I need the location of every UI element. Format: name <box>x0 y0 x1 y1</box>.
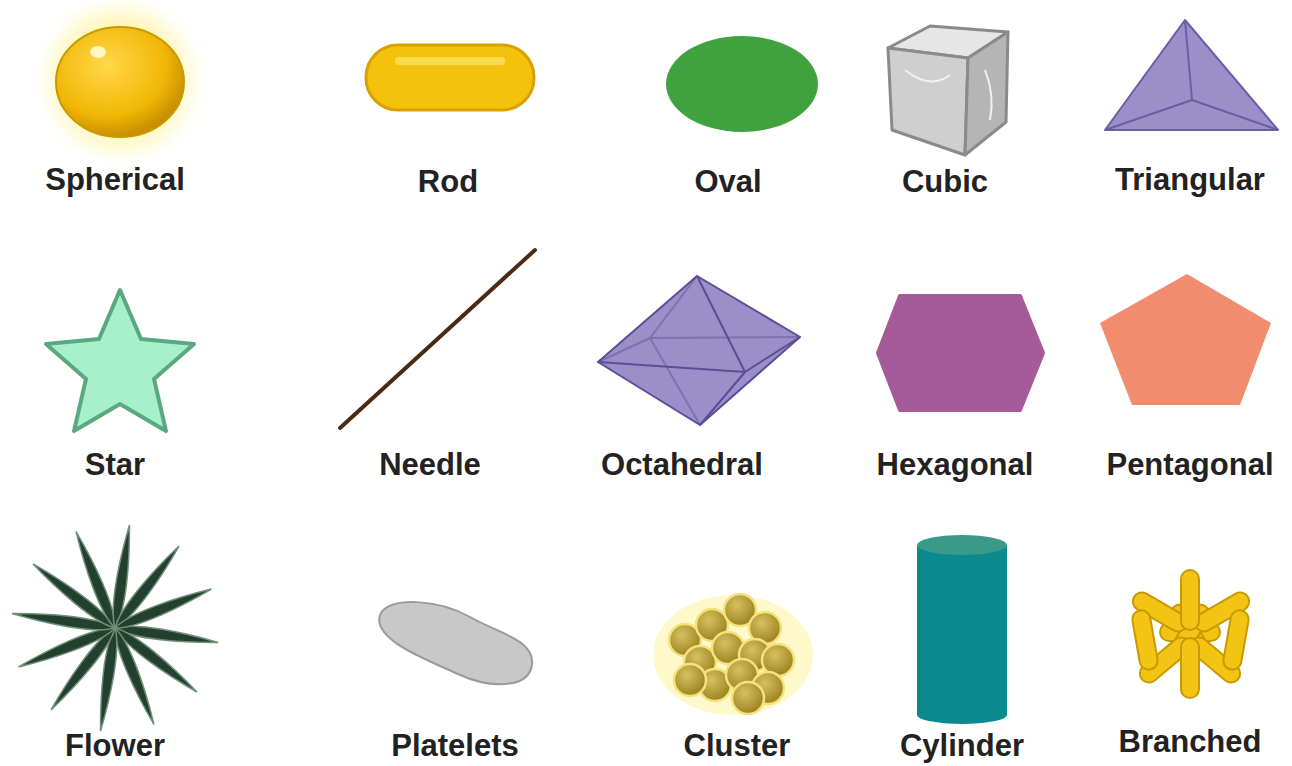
shape-label: Pentagonal <box>1106 448 1273 482</box>
needle-shape <box>340 250 535 428</box>
rod-shape <box>366 45 534 110</box>
shape-label: Flower <box>65 729 165 763</box>
cluster-glow <box>653 595 813 715</box>
shape-label: Oval <box>694 165 761 199</box>
shape-label: Platelets <box>391 729 519 763</box>
shape-label: Hexagonal <box>877 448 1034 482</box>
octahedron-shape <box>598 276 800 425</box>
cluster-bead <box>674 664 706 696</box>
branch-arm <box>1181 638 1199 698</box>
platelet-shape <box>379 602 532 684</box>
shape-label: Rod <box>418 165 478 199</box>
shape-label: Triangular <box>1115 163 1265 197</box>
star-shape <box>46 290 194 431</box>
branch-arm <box>1181 570 1199 630</box>
cube-shape <box>888 26 1008 155</box>
shape-label: Cubic <box>902 165 988 199</box>
cylinder-shape <box>917 535 1007 724</box>
hexagon-shape <box>878 296 1043 410</box>
shape-label: Needle <box>379 448 481 482</box>
shape-label: Cluster <box>684 729 791 763</box>
cluster-bead <box>732 682 764 714</box>
oval-shape <box>666 36 818 132</box>
branch-arm <box>1222 609 1250 671</box>
shape-label: Spherical <box>45 163 185 197</box>
tetrahedron-shape <box>1105 20 1278 130</box>
shape-label: Cylinder <box>900 729 1024 763</box>
cluster-shape <box>653 594 813 715</box>
pentagon-shape <box>1100 274 1271 405</box>
shape-label: Octahedral <box>601 448 763 482</box>
sphere-shape <box>34 0 206 166</box>
branch-arm <box>1131 609 1159 671</box>
flower-shape <box>11 524 218 731</box>
flower-petal <box>113 584 213 633</box>
shape-label: Branched <box>1119 725 1262 759</box>
branched-shape <box>1130 570 1253 698</box>
shape-label: Star <box>85 448 145 482</box>
